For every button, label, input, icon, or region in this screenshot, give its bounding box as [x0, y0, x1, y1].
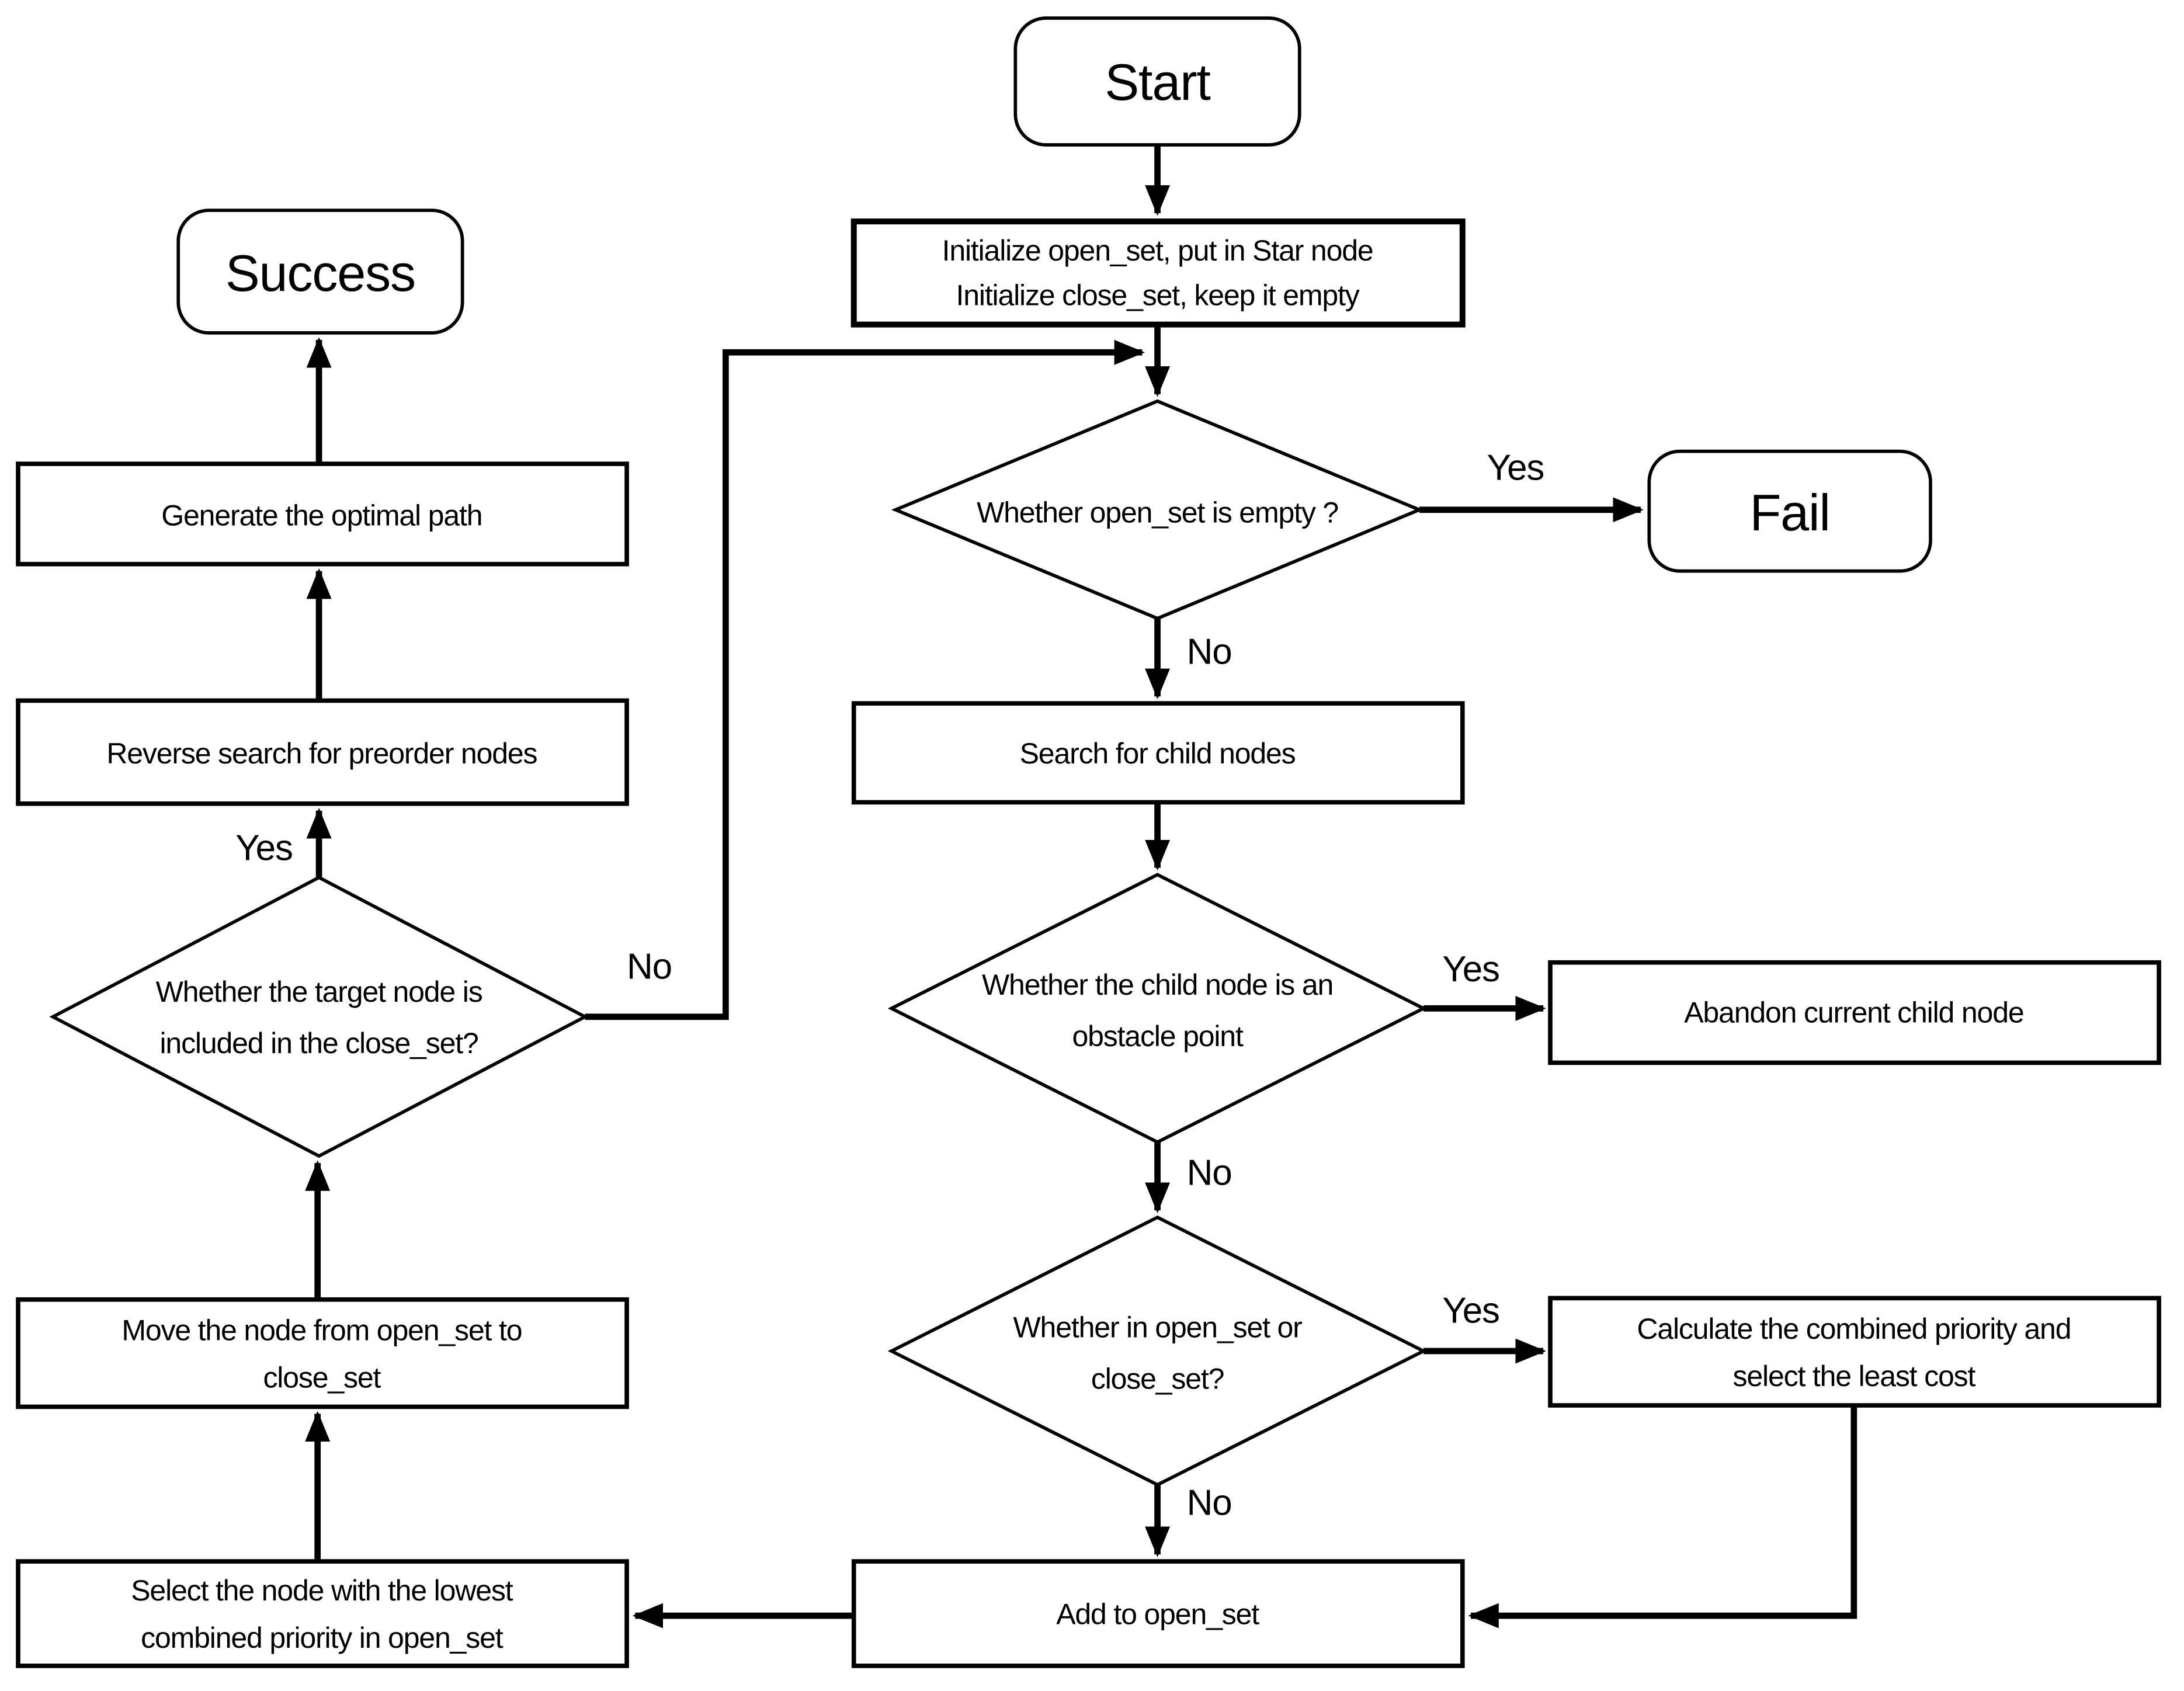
target-in-close-line1: Whether the target node is	[156, 975, 482, 1008]
label-obstacle-yes: Yes	[1442, 949, 1499, 989]
node-reverse-search: Reverse search for preorder nodes	[16, 698, 629, 806]
label-target-yes: Yes	[235, 828, 293, 869]
label-empty-no: No	[1187, 631, 1232, 672]
node-open-set-empty-decision: Whether open_set is empty ?	[891, 399, 1424, 620]
select-lowest-line2: combined priority in open_set	[141, 1621, 504, 1654]
target-in-close-shape	[49, 876, 589, 1158]
node-search-child-nodes: Search for child nodes	[851, 701, 1465, 805]
target-in-close-line2: included in the close_set?	[160, 1027, 478, 1060]
in-sets-line1: Whether in open_set or	[1013, 1311, 1302, 1343]
node-abandon-child: Abandon current child node	[1548, 960, 2161, 1065]
abandon-label: Abandon current child node	[1684, 996, 2023, 1029]
success-shape	[176, 209, 464, 335]
label-empty-yes: Yes	[1487, 448, 1544, 488]
search-child-label: Search for child nodes	[1020, 737, 1296, 770]
in-sets-line2: close_set?	[1091, 1363, 1224, 1395]
reverse-search-label: Reverse search for preorder nodes	[106, 737, 537, 770]
label-insets-no: No	[1187, 1482, 1232, 1523]
add-open-label: Add to open_set	[1056, 1598, 1259, 1631]
fail-shape	[1647, 449, 1932, 573]
node-target-in-close-decision: Whether the target node is included in t…	[49, 876, 589, 1158]
move-node-shape	[16, 1297, 629, 1409]
initialize-line2: Initialize close_set, keep it empty	[956, 279, 1360, 312]
initialize-line1: Initialize open_set, put in Star node	[942, 234, 1373, 267]
initialize-shape	[850, 218, 1466, 328]
reverse-search-shape	[16, 698, 629, 806]
node-initialize: Initialize open_set, put in Star node In…	[850, 218, 1466, 328]
move-node-line2: close_set	[263, 1361, 381, 1394]
node-generate-path: Generate the optimal path	[16, 461, 629, 567]
obstacle-line2: obstacle point	[1072, 1020, 1244, 1053]
calculate-line2: select the least cost	[1733, 1360, 1976, 1393]
edge-labels: Yes No Yes No Yes No Yes No	[235, 448, 1544, 1523]
start-shape	[1013, 16, 1301, 147]
generate-path-shape	[16, 461, 629, 567]
label-target-no: No	[627, 946, 672, 987]
obstacle-line1: Whether the child node is an	[982, 968, 1333, 1001]
node-move-node: Move the node from open_set to close_set	[16, 1297, 629, 1409]
move-node-line1: Move the node from open_set to	[121, 1314, 522, 1346]
node-obstacle-decision: Whether the child node is an obstacle po…	[887, 873, 1428, 1144]
edge-feedback-no-loop	[585, 339, 1145, 1020]
search-child-shape	[851, 701, 1465, 805]
abandon-shape	[1548, 960, 2161, 1065]
label-insets-yes: Yes	[1442, 1290, 1499, 1331]
node-add-to-open-set: Add to open_set	[851, 1559, 1465, 1668]
open-set-empty-shape	[891, 399, 1424, 620]
fail-label: Fail	[1749, 484, 1829, 541]
node-start: Start	[1013, 16, 1301, 147]
calculate-line1: Calculate the combined priority and	[1637, 1312, 2071, 1345]
node-select-lowest: Select the node with the lowest combined…	[16, 1559, 629, 1668]
node-success: Success	[176, 209, 464, 335]
generate-path-label: Generate the optimal path	[161, 499, 482, 532]
select-lowest-line1: Select the node with the lowest	[131, 1574, 513, 1607]
open-set-empty-label: Whether open_set is empty ?	[977, 496, 1338, 529]
node-fail: Fail	[1647, 449, 1932, 573]
start-label: Start	[1105, 53, 1210, 111]
success-label: Success	[225, 244, 415, 302]
select-lowest-shape	[16, 1559, 629, 1668]
node-calculate-priority: Calculate the combined priority and sele…	[1548, 1296, 2161, 1408]
edges	[305, 144, 1857, 1629]
in-sets-shape	[887, 1215, 1428, 1487]
edge-calculate-add	[1468, 1405, 1857, 1629]
add-open-shape	[851, 1559, 1465, 1668]
label-obstacle-no: No	[1187, 1152, 1232, 1193]
node-in-sets-decision: Whether in open_set or close_set?	[887, 1215, 1428, 1487]
calculate-shape	[1548, 1296, 2161, 1408]
obstacle-shape	[887, 873, 1428, 1144]
